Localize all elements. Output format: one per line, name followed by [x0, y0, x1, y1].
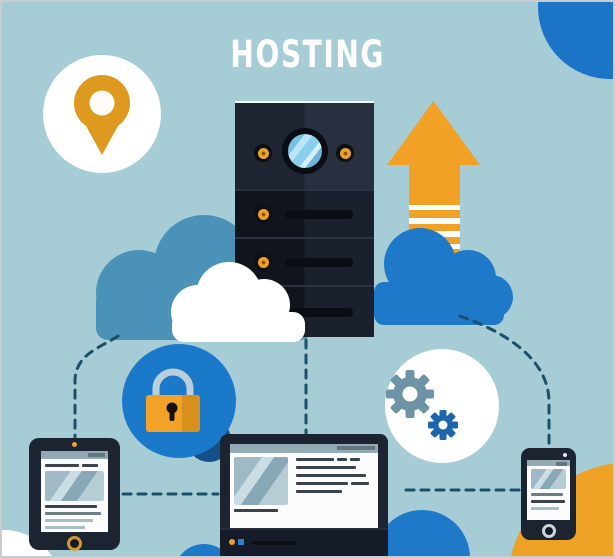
monitor-base	[220, 528, 388, 556]
page-title: HOSTING	[230, 33, 385, 76]
network-dashed-line-cloud-to-phone	[458, 314, 551, 450]
location-badge	[43, 55, 161, 173]
home-button-icon	[542, 524, 556, 538]
gear-large	[386, 370, 434, 418]
image-placeholder	[531, 469, 566, 489]
content-line	[234, 509, 278, 512]
camera-dot-icon	[72, 442, 77, 447]
image-placeholder	[234, 457, 288, 505]
phone-screen	[527, 460, 570, 520]
monitor	[220, 434, 388, 556]
server-drive-bay	[235, 237, 374, 285]
content-line	[531, 500, 565, 503]
cloud-white	[171, 262, 305, 342]
image-placeholder	[45, 471, 104, 501]
lock-icon	[146, 368, 200, 432]
webpage-header	[41, 451, 108, 459]
content-line	[531, 507, 559, 510]
gears-icon	[386, 370, 458, 440]
security-badge	[122, 344, 236, 458]
monitor-screen	[230, 444, 378, 528]
content-line-row	[296, 466, 372, 469]
server-tower	[235, 101, 374, 337]
led-icon	[336, 144, 354, 162]
tablet	[29, 438, 120, 551]
server-lens-icon	[282, 128, 328, 174]
content-line-row	[296, 482, 372, 485]
network-dashed-line-cloud-to-tablet	[73, 334, 120, 440]
led-icon	[254, 205, 272, 223]
gear-small	[428, 410, 458, 440]
content-line	[531, 493, 563, 496]
webpage-header	[230, 444, 378, 453]
webpage-header-segment	[555, 462, 567, 466]
disc-slot	[252, 541, 297, 545]
content-line-row	[296, 474, 372, 477]
webpage-header-segment	[87, 453, 105, 457]
status-led-icon	[238, 539, 244, 545]
content-line	[45, 519, 93, 522]
location-pin-icon	[74, 75, 130, 155]
led-icon	[254, 253, 272, 271]
content-line	[45, 505, 97, 508]
content-line-row	[296, 490, 372, 493]
content-line	[45, 512, 101, 515]
tablet-screen	[41, 451, 108, 532]
home-button-icon	[67, 536, 82, 551]
camera-dot-icon	[563, 453, 567, 457]
webpage-header-segment	[336, 446, 375, 450]
content-line-row	[296, 458, 372, 461]
drive-slot	[285, 258, 353, 267]
drive-slot	[285, 210, 353, 219]
server-drive-bay	[235, 189, 374, 237]
cloud-right	[374, 228, 513, 325]
settings-badge	[385, 349, 499, 463]
content-line-row	[45, 464, 104, 467]
phone	[521, 448, 576, 540]
drive-slot	[285, 308, 353, 317]
power-led-icon	[229, 539, 235, 545]
content-line	[45, 526, 85, 529]
server-top-section	[235, 103, 374, 189]
webpage-header	[527, 460, 570, 466]
led-icon	[254, 144, 272, 162]
